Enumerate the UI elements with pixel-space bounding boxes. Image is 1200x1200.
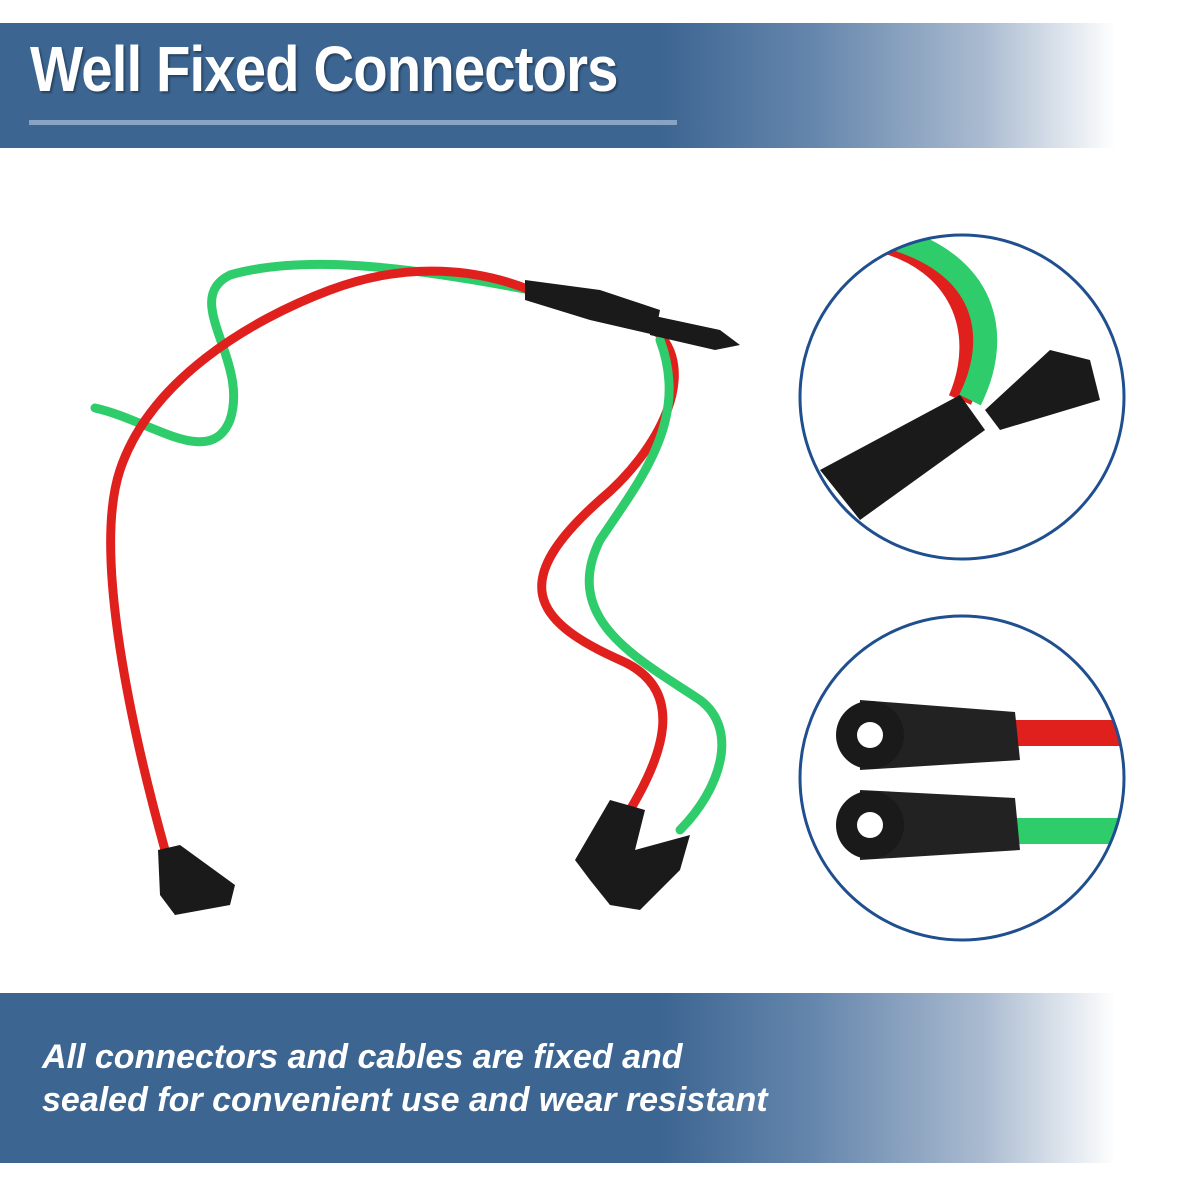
red-cable-branch bbox=[537, 325, 679, 815]
page-title: Well Fixed Connectors bbox=[30, 33, 618, 105]
title-underline bbox=[29, 120, 677, 125]
connector-left bbox=[158, 845, 235, 915]
description: All connectors and cables are fixed and … bbox=[42, 1036, 768, 1122]
green-cable-branch bbox=[584, 335, 727, 835]
red-cable bbox=[106, 266, 535, 855]
detail-circle-top bbox=[798, 233, 1126, 561]
description-line-1: All connectors and cables are fixed and bbox=[42, 1038, 683, 1076]
header-banner bbox=[0, 23, 1200, 148]
footer-banner bbox=[0, 993, 1200, 1163]
connector-double bbox=[575, 800, 690, 910]
detail-circle-bottom bbox=[798, 614, 1126, 942]
connector-top bbox=[650, 315, 740, 350]
description-line-2: sealed for convenient use and wear resis… bbox=[42, 1081, 768, 1119]
taped-junction bbox=[525, 280, 660, 335]
green-cable bbox=[90, 259, 535, 447]
